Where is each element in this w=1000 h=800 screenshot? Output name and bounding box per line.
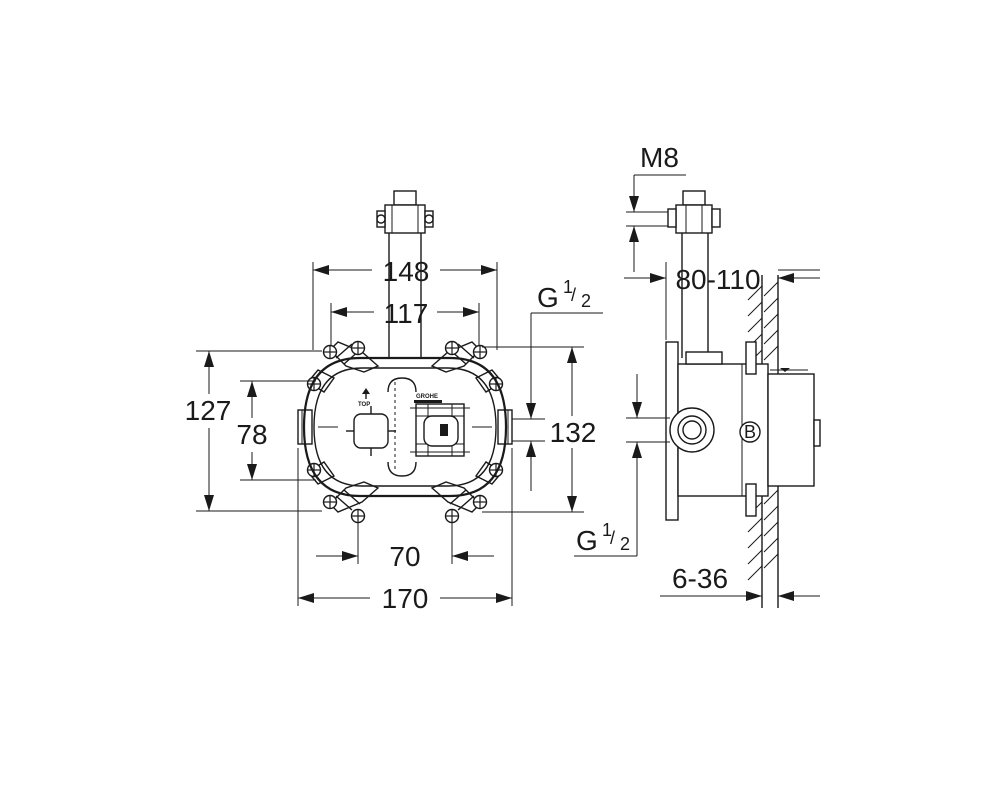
- dim-170: 170: [297, 448, 513, 614]
- thread-side-letter: G: [576, 525, 598, 556]
- dim-m8: M8: [626, 142, 686, 272]
- body-housing: [302, 356, 508, 498]
- dim-127-label: 127: [185, 395, 232, 426]
- dim-148: 148: [312, 256, 498, 350]
- dim-80-110-label: 80-110: [675, 264, 760, 295]
- dim-170-label: 170: [382, 583, 429, 614]
- side-outlet: [669, 407, 715, 453]
- dim-6-36-label: 6-36: [672, 563, 728, 594]
- dim-117: 117: [330, 298, 480, 345]
- dim-132: 132: [482, 346, 597, 513]
- front-view: TOP GROHE 148: [185, 190, 603, 614]
- dim-70: 70: [316, 520, 494, 572]
- dim-m8-label: M8: [640, 142, 679, 173]
- svg-text:/: /: [571, 285, 576, 305]
- dim-148-label: 148: [383, 256, 430, 287]
- thread-side: G 1 / 2: [574, 374, 670, 557]
- left-control: TOP: [346, 388, 396, 456]
- top-mark: TOP: [358, 402, 370, 408]
- side-top-fitting: [667, 190, 721, 358]
- thread-side-num: 1: [602, 520, 612, 540]
- side-view: B M8 80-110: [574, 142, 821, 608]
- dim-70-label: 70: [389, 541, 420, 572]
- right-cartridge: GROHE: [410, 394, 470, 457]
- thread-front: G 1 / 2: [512, 277, 603, 491]
- dim-127: 127: [185, 350, 322, 512]
- dim-78: 78: [236, 380, 316, 481]
- dim-117-label: 117: [384, 298, 429, 329]
- thread-front-den: 2: [581, 291, 591, 311]
- thread-front-letter: G: [537, 282, 559, 313]
- brand-mark: GROHE: [416, 394, 438, 400]
- svg-text:/: /: [610, 528, 615, 548]
- thread-side-den: 2: [620, 534, 630, 554]
- dim-78-label: 78: [236, 419, 267, 450]
- side-badge-letter: B: [744, 422, 756, 442]
- dim-80-110: 80-110: [624, 262, 820, 340]
- top-fitting: [376, 190, 434, 358]
- dim-132-label: 132: [550, 417, 597, 448]
- thread-front-num: 1: [563, 277, 573, 297]
- dim-6-36: 6-36: [660, 563, 820, 601]
